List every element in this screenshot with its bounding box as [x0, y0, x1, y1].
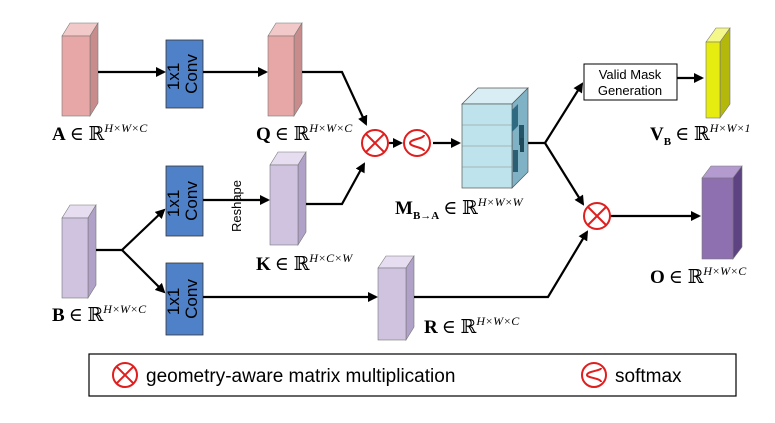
- arrow-M-to-mult2: [544, 142, 585, 206]
- reshape-label: Reshape: [229, 180, 244, 232]
- arrow-Q-to-mult: [302, 70, 368, 126]
- connectors: [96, 67, 704, 302]
- label-O: O∈ ℝH×W×C: [650, 264, 747, 288]
- tensor-O-block: [701, 165, 743, 260]
- legend-box: [88, 353, 737, 397]
- conv-block-B2: 1x1 Conv: [164, 262, 204, 336]
- label-M: MB→A∈ ℝH×W×W: [395, 195, 524, 222]
- attention-cube-M: [461, 87, 529, 189]
- label-Q: Q∈ ℝH×W×C: [256, 121, 353, 145]
- tensor-B-block: [61, 203, 97, 300]
- valid-mask-line2: Generation: [598, 83, 662, 98]
- valid-mask-line1: Valid Mask: [599, 67, 662, 82]
- softmax-operator: [403, 129, 431, 157]
- valid-mask-box: Valid Mask Generation: [583, 63, 678, 101]
- mult-operator-2: [583, 202, 611, 230]
- tensor-K-block: [269, 150, 307, 247]
- tensor-V-block: [705, 27, 731, 119]
- legend-softmax-icon: [581, 362, 607, 388]
- arrow-R-to-mult2: [414, 230, 589, 299]
- mult-operator-1: [361, 129, 389, 157]
- label-R: R∈ ℝH×W×C: [424, 314, 520, 338]
- arrow-B-to-conv1: [96, 208, 166, 252]
- conv-label-A: 1x1 Conv: [164, 54, 201, 94]
- label-K: K∈ ℝH×C×W: [256, 251, 353, 275]
- label-B: B∈ ℝH×W×C: [52, 302, 147, 326]
- legend-mult-icon: [112, 362, 138, 388]
- arrow-K-to-mult: [306, 162, 365, 206]
- conv-label-B1: 1x1 Conv: [164, 181, 201, 221]
- legend-mult-label: geometry-aware matrix multiplication: [146, 366, 455, 387]
- conv-block-B1: 1x1 Conv: [164, 165, 204, 237]
- label-V: VB∈ ℝH×W×1: [650, 121, 751, 148]
- label-A: A∈ ℝH×W×C: [52, 121, 148, 145]
- tensor-R-block: [377, 255, 415, 342]
- tensor-Q-block: [267, 21, 303, 118]
- legend: geometry-aware matrix multiplication sof…: [88, 353, 737, 397]
- legend-softmax-label: softmax: [615, 366, 682, 387]
- conv-label-B2: 1x1 Conv: [164, 279, 201, 319]
- tensor-A-block: [61, 21, 99, 118]
- conv-block-A: 1x1 Conv: [164, 39, 204, 109]
- arrow-B-to-conv2: [121, 249, 166, 294]
- arrow-M-to-mask: [528, 82, 584, 145]
